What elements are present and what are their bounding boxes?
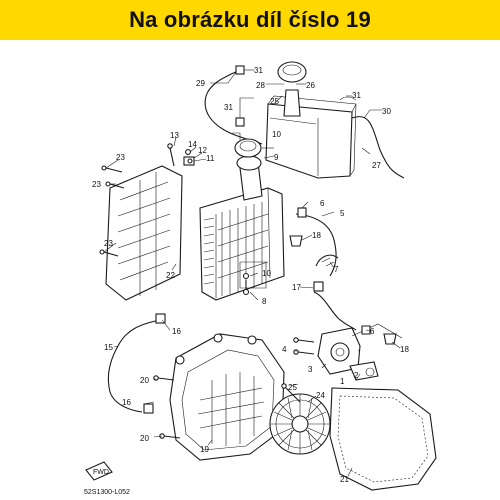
callout-14: 14 — [188, 140, 197, 149]
callout-18a: 18 — [312, 231, 321, 240]
clamp-31b[interactable] — [235, 117, 245, 127]
fan[interactable] — [269, 393, 331, 455]
callout-15: 15 — [104, 343, 113, 352]
bolt-25[interactable] — [281, 383, 301, 403]
clamp-18b[interactable] — [361, 325, 397, 345]
bracket-8[interactable] — [239, 261, 267, 296]
callout-17: 17 — [292, 283, 301, 292]
reserve-tank[interactable] — [265, 95, 357, 179]
clamp-18a[interactable] — [289, 235, 303, 247]
callout-31a: 31 — [254, 66, 263, 75]
callout-16b: 16 — [122, 398, 131, 407]
callout-31c: 31 — [352, 91, 361, 100]
callout-25: 25 — [288, 383, 297, 392]
bolt-13[interactable] — [167, 143, 195, 167]
callout-10: 10 — [272, 130, 281, 139]
callout-20a: 20 — [140, 376, 149, 385]
reservoir-cap[interactable] — [277, 61, 307, 117]
callout-26: 26 — [306, 81, 315, 90]
callout-21: 21 — [340, 475, 349, 484]
callout-13: 13 — [170, 131, 179, 140]
callout-16a: 16 — [172, 327, 181, 336]
callout-11: 11 — [206, 154, 215, 163]
fwd-label: FWD — [93, 469, 109, 476]
callout-27: 27 — [372, 161, 381, 170]
callout-4: 4 — [282, 345, 287, 354]
callout-6b: 6 — [370, 327, 375, 336]
hose-17[interactable] — [313, 291, 357, 331]
callout-6: 6 — [320, 199, 325, 208]
water-pump[interactable] — [317, 323, 403, 381]
radiator-cover[interactable] — [105, 165, 183, 301]
callout-12: 12 — [198, 146, 207, 155]
case-cover[interactable] — [329, 387, 437, 491]
clamp-16a[interactable] — [155, 313, 166, 324]
callout-28: 28 — [256, 81, 265, 90]
callout-31b: 31 — [224, 103, 233, 112]
callout-22: 22 — [166, 271, 175, 280]
bolt-4[interactable] — [293, 337, 315, 355]
callout-18b: 18 — [400, 345, 409, 354]
hose-5[interactable] — [295, 213, 337, 277]
callout-24: 24 — [316, 391, 325, 400]
callout-9: 9 — [274, 153, 279, 162]
banner-title: Na obrázku díl číslo 19 — [129, 7, 371, 32]
callout-3: 3 — [308, 365, 313, 374]
callout-30: 30 — [382, 107, 391, 116]
fwd-arrow-icon: FWD — [85, 461, 113, 481]
callout-5: 5 — [340, 209, 345, 218]
parts-diagram: 29 31 28 26 31 25 31 30 13 14 12 11 23 2… — [84, 61, 437, 496]
callout-7: 7 — [334, 265, 339, 274]
callout-2: 2 — [354, 371, 359, 380]
clamp-6[interactable] — [297, 207, 307, 218]
callout-10b: 10 — [262, 269, 271, 278]
callout-20b: 20 — [140, 434, 149, 443]
callout-23a: 23 — [116, 153, 125, 162]
callout-25b: 25 — [270, 97, 279, 106]
callout-8: 8 — [262, 297, 267, 306]
radiator[interactable] — [199, 155, 285, 301]
radiator-cap[interactable] — [234, 138, 262, 158]
title-banner: Na obrázku díl číslo 19 — [0, 0, 500, 40]
footer-code: 52S1300-L052 — [84, 489, 130, 496]
callout-23c: 23 — [104, 239, 113, 248]
clamp-31a[interactable] — [235, 65, 245, 75]
hose-15[interactable] — [107, 319, 161, 413]
hose-7[interactable] — [315, 254, 339, 267]
callout-1: 1 — [340, 377, 345, 386]
callout-29: 29 — [196, 79, 205, 88]
leader-lines — [103, 69, 401, 477]
clamp-17[interactable] — [313, 281, 324, 292]
fan-shroud[interactable] — [169, 333, 285, 461]
callout-labels: 29 31 28 26 31 25 31 30 13 14 12 11 23 2… — [92, 66, 409, 484]
callout-19: 19 — [200, 445, 209, 454]
clamp-16b[interactable] — [143, 403, 154, 414]
bolt-23[interactable] — [99, 165, 125, 257]
callout-23b: 23 — [92, 180, 101, 189]
